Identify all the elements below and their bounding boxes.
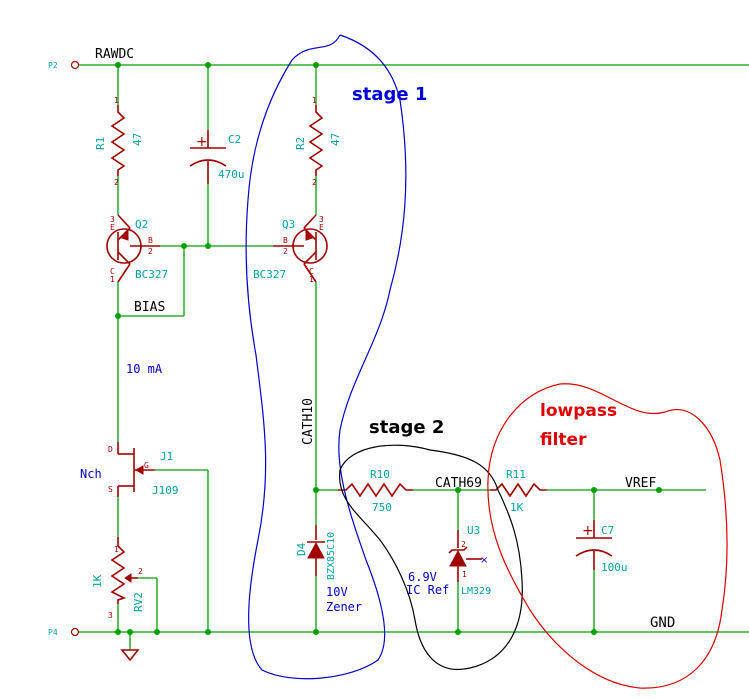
q2-ref: Q2 (135, 218, 148, 231)
svg-text:2: 2 (148, 247, 153, 256)
svg-text:E: E (319, 223, 324, 232)
stage2-outline (339, 444, 523, 671)
transistor-q3: 3 E C 1 B 2 Q3 BC327 (253, 214, 328, 284)
net-label-rawdc: RAWDC (95, 47, 134, 62)
svg-text:D: D (108, 445, 113, 454)
svg-text:G: G (144, 461, 149, 470)
d4-ref: D4 (295, 542, 308, 556)
svg-text:+: + (196, 134, 208, 150)
svg-text:2: 2 (461, 540, 466, 549)
junctions (115, 62, 662, 635)
r1-value: 47 (131, 133, 144, 146)
j1-value: J109 (152, 484, 179, 497)
stage1-outline (245, 34, 407, 680)
rv2-value: 1K (91, 574, 104, 588)
r1-ref: R1 (94, 137, 107, 150)
r11-ref: R11 (506, 468, 526, 481)
reference-u3: × U3 2 1 LM329 6.9V IC Ref (406, 524, 491, 597)
svg-text:B: B (283, 236, 288, 245)
svg-text:E: E (110, 223, 115, 232)
j1-type: Nch (80, 467, 102, 481)
lowpass-outline (487, 383, 728, 689)
lowpass-label-line1: lowpass (540, 401, 617, 421)
r2-value: 47 (329, 133, 342, 146)
svg-text:3: 3 (319, 215, 324, 224)
transistor-q2: 3 E C 1 B 2 Q2 BC327 (106, 214, 168, 284)
svg-text:×: × (480, 555, 488, 566)
j1-ref: J1 (160, 450, 173, 463)
resistor-r11: R11 1K (490, 468, 547, 514)
resistor-r2: 1 2 R2 47 (294, 96, 342, 187)
rv2-ref: RV2 (132, 592, 145, 612)
svg-text:2: 2 (138, 567, 143, 576)
ground-symbol (120, 649, 140, 662)
resistor-r10: R10 750 (338, 468, 413, 514)
capacitor-c7: + C7 100u (575, 520, 628, 574)
ref-note-line2: IC Ref (406, 583, 449, 597)
ref-note-line1: 6.9V (408, 570, 437, 584)
c7-ref: C7 (601, 524, 614, 537)
svg-text:3: 3 (110, 215, 115, 224)
svg-text:2: 2 (312, 178, 317, 187)
r11-value: 1K (510, 501, 524, 514)
net-label-cath69: CATH69 (435, 476, 482, 491)
svg-text:C: C (110, 267, 115, 276)
zener-d4: D4 BZX85C10 10V Zener (295, 525, 362, 614)
q3-ref: Q3 (282, 218, 295, 231)
c2-ref: C2 (228, 133, 241, 146)
u3-ref: U3 (467, 524, 480, 537)
net-label-bias: BIAS (134, 300, 165, 315)
svg-text:1: 1 (114, 96, 119, 105)
svg-text:1: 1 (110, 275, 115, 284)
svg-text:+: + (582, 523, 594, 539)
port-p4-label: P4 (48, 628, 58, 637)
current-note: 10 mA (126, 362, 163, 376)
stage1-label: stage 1 (352, 84, 427, 105)
jfet-j1: D S G J1 J109 Nch (80, 442, 179, 497)
stage2-label: stage 2 (369, 417, 444, 438)
resistor-r1: 1 2 R1 47 (94, 96, 144, 187)
net-label-cath10: CATH10 (301, 398, 316, 445)
net-label-gnd: GND (650, 615, 675, 631)
svg-text:3: 3 (108, 611, 113, 620)
wires (78, 64, 749, 650)
port-p2: P2 (48, 60, 80, 70)
q3-value: BC327 (253, 268, 286, 281)
svg-text:1: 1 (312, 96, 317, 105)
u3-value: LM329 (461, 586, 491, 597)
svg-text:2: 2 (114, 178, 119, 187)
svg-text:C: C (309, 267, 314, 276)
potentiometer-rv2: 1 2 3 1K RV2 (91, 537, 145, 620)
r10-ref: R10 (370, 468, 390, 481)
capacitor-c2: + C2 470u (189, 130, 245, 184)
c7-value: 100u (601, 561, 628, 574)
r10-value: 750 (372, 501, 392, 514)
svg-text:1: 1 (309, 275, 314, 284)
zener-note-line2: Zener (326, 600, 362, 614)
zener-note-line1: 10V (326, 585, 348, 599)
port-p2-label: P2 (48, 61, 58, 70)
net-label-vref: VREF (625, 476, 656, 491)
q2-value: BC327 (135, 268, 168, 281)
r2-ref: R2 (294, 137, 307, 150)
svg-text:2: 2 (283, 247, 288, 256)
svg-text:B: B (148, 236, 153, 245)
d4-value: BZX85C10 (326, 532, 337, 580)
svg-text:1: 1 (114, 545, 119, 554)
svg-text:1: 1 (462, 570, 467, 579)
lowpass-label-line2: filter (540, 430, 587, 450)
c2-value: 470u (218, 168, 245, 181)
port-p4: P4 (48, 627, 80, 637)
svg-text:S: S (108, 485, 113, 494)
